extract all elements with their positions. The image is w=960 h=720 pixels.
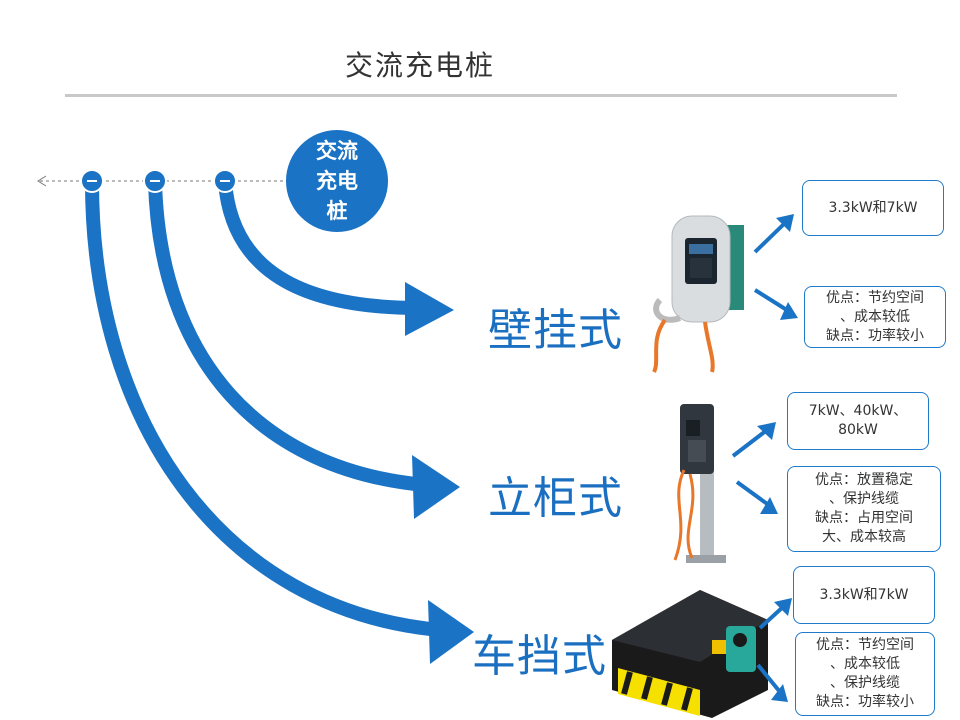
arrowhead-car-stop-notes <box>771 684 788 702</box>
arrow-car-stop-notes <box>756 663 782 694</box>
note-line: 优点：节约空间 <box>816 637 914 653</box>
note-line: 优点：放置稳定 <box>815 472 913 488</box>
hub-circle: 交流 充电 桩 <box>286 130 388 232</box>
note-line: 大、成本较高 <box>822 529 906 545</box>
left-arrow-icon <box>37 175 47 187</box>
power-text: 3.3kW和7kW <box>819 586 909 603</box>
hub-line-2: 充电 <box>316 169 358 193</box>
page-title: 交流充电桩 <box>345 49 496 82</box>
title-divider <box>65 94 897 97</box>
arrowhead-car-stop-power <box>774 598 792 616</box>
arrowhead-wall <box>405 282 454 336</box>
note-line: 缺点：占用空间 <box>815 510 913 526</box>
power-text: 7kW、40kW、80kW <box>808 403 908 438</box>
note-line: 缺点：功率较小 <box>826 327 924 344</box>
power-text: 3.3kW和7kW <box>828 199 918 216</box>
curve-to-wall <box>218 181 421 315</box>
note-line: 优点：节约空间 <box>826 289 924 306</box>
arrow-cabinet-power <box>731 428 769 458</box>
node-inner <box>213 169 237 193</box>
curve-to-car-stop <box>85 181 441 637</box>
arrow-wall-power <box>753 220 788 254</box>
cabinet-charger-image <box>673 404 726 563</box>
hub-line-3: 桩 <box>326 199 348 223</box>
node-middle <box>143 169 167 193</box>
curve-to-cabinet <box>148 181 426 492</box>
type-label-cabinet: 立柜式 <box>488 473 623 524</box>
arrowhead-cabinet <box>412 455 460 519</box>
arrow-wall-notes <box>753 288 792 314</box>
note-line: 、成本较低 <box>830 656 900 672</box>
node-outer <box>80 169 104 193</box>
hub-line-1: 交流 <box>316 139 358 163</box>
notes-box-car-stop: 优点：节约空间 、成本较低 、保护线缆 缺点：功率较小 <box>795 632 935 716</box>
type-label-car-stop: 车挡式 <box>472 631 607 682</box>
arrow-car-stop-power <box>758 604 786 630</box>
power-box-cabinet: 7kW、40kW、80kW <box>787 392 929 450</box>
power-box-car-stop: 3.3kW和7kW <box>793 566 935 624</box>
arrowhead-car-stop <box>428 600 474 664</box>
power-box-wall: 3.3kW和7kW <box>802 180 944 236</box>
note-line: 、成本较低 <box>840 308 910 325</box>
arrowhead-cabinet-power <box>757 422 776 440</box>
notes-box-wall: 优点：节约空间 、成本较低 缺点：功率较小 <box>804 286 946 348</box>
wall-charger-image <box>652 215 744 373</box>
type-label-wall: 壁挂式 <box>488 305 623 356</box>
car-stop-charger-image <box>612 590 768 718</box>
arrowhead-cabinet-notes <box>760 497 778 514</box>
note-line: 、保护线缆 <box>830 675 900 691</box>
arrowhead-wall-notes <box>780 302 798 320</box>
note-line: 缺点：功率较小 <box>816 694 914 710</box>
arrowhead-wall-power <box>776 214 794 232</box>
note-line: 、保护线缆 <box>829 491 899 507</box>
arrow-cabinet-notes <box>735 480 772 508</box>
notes-box-cabinet: 优点：放置稳定 、保护线缆 缺点：占用空间 大、成本较高 <box>787 466 941 552</box>
